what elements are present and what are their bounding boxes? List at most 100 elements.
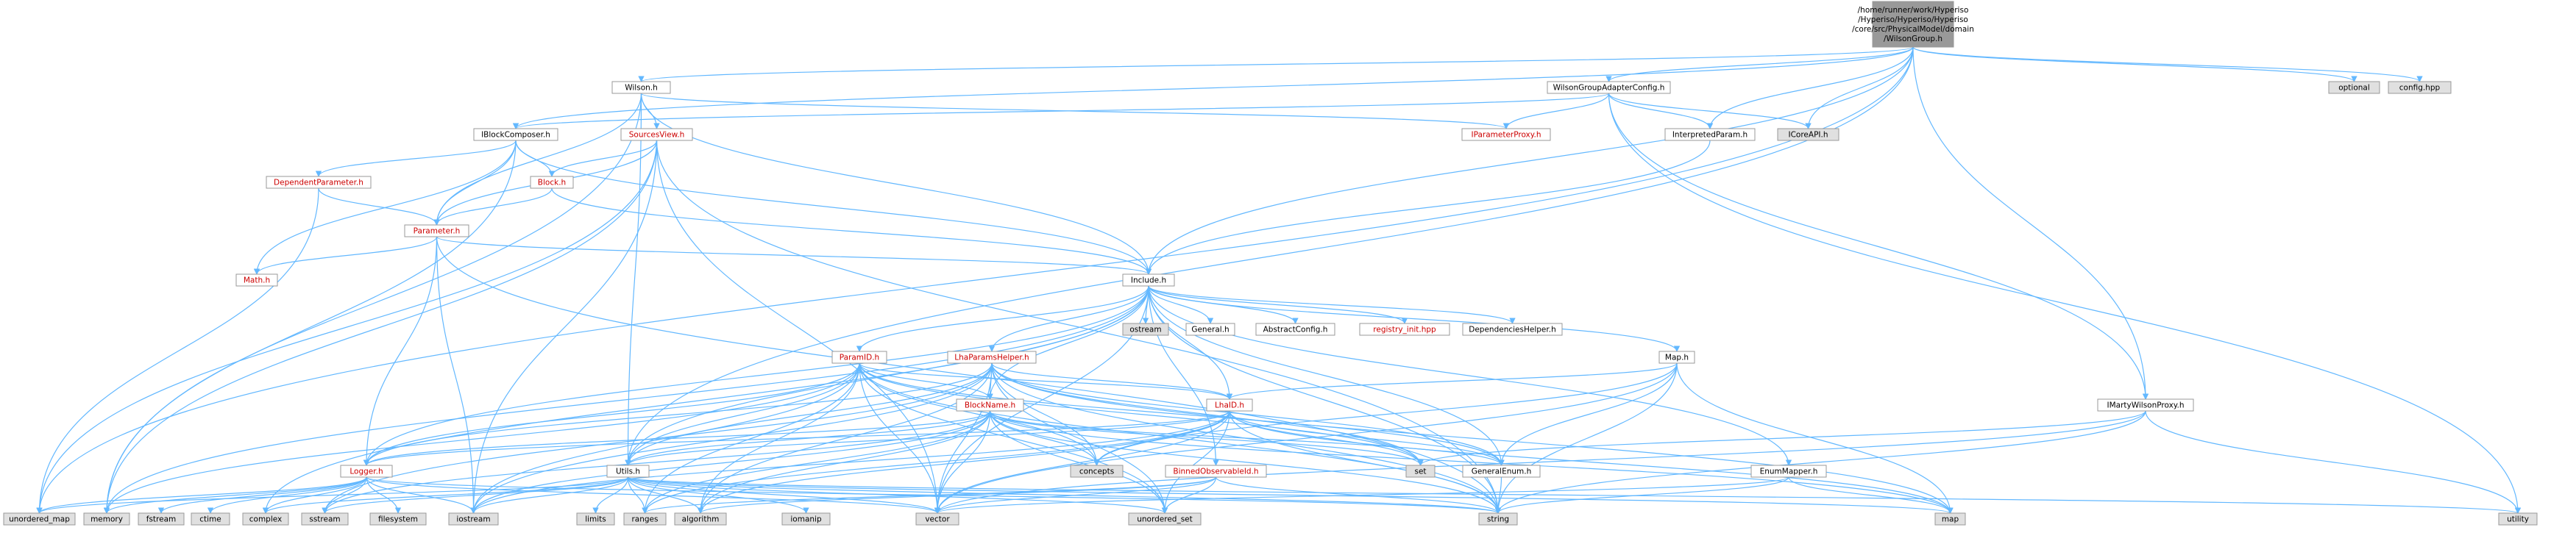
node-string-label: string — [1487, 515, 1509, 524]
node-iostream: iostream — [448, 512, 499, 526]
node-enummapper-box — [1750, 465, 1827, 478]
node-lhaid[interactable]: LhaID.h — [1206, 398, 1253, 412]
node-icoreapi: ICoreAPI.h — [1777, 128, 1839, 141]
edge-include-to-binned — [1148, 285, 1219, 466]
edge-block-to-include — [551, 187, 1152, 275]
node-parameter[interactable]: Parameter.h — [404, 224, 469, 237]
edge-parameter-to-string — [436, 236, 1502, 514]
edge-include-to-dephelper — [1148, 285, 1516, 324]
node-iomanip: iomanip — [781, 512, 831, 526]
edge-include-to-string — [1148, 285, 1502, 514]
node-iblock[interactable]: IBlockComposer.h — [473, 128, 558, 141]
node-root-label: /Hyperiso/Hyperiso/Hyperiso — [1858, 15, 1968, 24]
edge-utils-to-unordered_map — [36, 476, 629, 514]
node-depparam-label: DependentParameter.h — [274, 179, 363, 187]
node-logger-label: Logger.h — [350, 468, 383, 476]
node-include[interactable]: Include.h — [1122, 273, 1175, 287]
node-abstractconfig[interactable]: AbstractConfig.h — [1255, 323, 1335, 336]
node-genenum[interactable]: GeneralEnum.h — [1462, 465, 1541, 478]
node-lhaparams[interactable]: LhaParamsHelper.h — [947, 351, 1037, 364]
node-utils[interactable]: Utils.h — [606, 465, 650, 478]
edge-utils-to-unordered_set — [627, 476, 1168, 514]
node-interpparam[interactable]: InterpretedParam.h — [1664, 128, 1756, 141]
edge-lhaid-to-unordered_set — [1161, 410, 1230, 514]
node-concepts-box — [1070, 465, 1124, 478]
node-filesystem: filesystem — [369, 512, 427, 526]
node-wgac[interactable]: WilsonGroupAdapterConfig.h — [1547, 81, 1671, 94]
node-sourcesview[interactable]: SourcesView.h — [620, 128, 693, 141]
edge-lhaid-to-genenum — [1229, 410, 1505, 466]
edge-genenum-to-string — [1494, 476, 1502, 514]
node-dephelper[interactable]: DependenciesHelper.h — [1462, 323, 1563, 336]
node-algorithm: algorithm — [674, 512, 727, 526]
node-block[interactable]: Block.h — [530, 176, 574, 189]
node-math[interactable]: Math.h — [235, 273, 278, 287]
edge-logger-to-unordered_map — [36, 476, 367, 514]
edge-include-to-memory — [103, 285, 1149, 514]
node-string-box — [1478, 512, 1518, 526]
node-include-label: Include.h — [1131, 276, 1166, 285]
node-wilson[interactable]: Wilson.h — [611, 81, 671, 94]
edge-include-to-registry — [1148, 285, 1408, 324]
edge-enummapper-to-map — [1788, 476, 1954, 514]
edge-wilson-to-utils — [625, 93, 642, 466]
node-wilson-label: Wilson.h — [625, 84, 658, 93]
node-general-box — [1185, 323, 1235, 336]
node-optional-label: optional — [2338, 84, 2370, 93]
node-general[interactable]: General.h — [1185, 323, 1235, 336]
node-unordered_map-label: unordered_map — [9, 515, 70, 524]
edge-wgac-to-iblock — [513, 93, 1610, 129]
edge-lhaid-to-iostream — [470, 410, 1230, 514]
edge-mapH-to-concepts — [1093, 362, 1678, 466]
node-map: map — [1934, 512, 1966, 526]
node-sourcesview-label: SourcesView.h — [629, 131, 684, 140]
edge-sourcesview-to-iostream — [470, 140, 658, 514]
node-iostream-box — [448, 512, 499, 526]
node-logger[interactable]: Logger.h — [340, 465, 393, 478]
node-limits-label: limits — [585, 515, 606, 524]
node-include-box — [1122, 273, 1175, 287]
edge-iblock-to-parameter — [433, 140, 517, 226]
node-imarty[interactable]: IMartyWilsonProxy.h — [2097, 398, 2194, 412]
node-algorithm-box — [674, 512, 727, 526]
node-dephelper-box — [1462, 323, 1563, 336]
node-parameter-label: Parameter.h — [414, 227, 461, 236]
node-utility-label: utility — [2507, 515, 2529, 524]
node-iparamproxy[interactable]: IParameterProxy.h — [1461, 128, 1551, 141]
edge-lhaid-to-algorithm — [697, 410, 1230, 514]
edge-wgac-to-imarty — [1608, 93, 2149, 400]
edge-utils-to-utility — [627, 476, 2521, 514]
node-enummapper[interactable]: EnumMapper.h — [1750, 465, 1827, 478]
node-registry[interactable]: registry_init.hpp — [1359, 323, 1450, 336]
node-ostream-label: ostream — [1129, 326, 1161, 334]
edge-blockname-to-iostream — [470, 410, 991, 514]
node-complex-label: complex — [249, 515, 283, 524]
node-paramid-label: ParamID.h — [840, 354, 879, 362]
node-memory-box — [83, 512, 130, 526]
node-depparam-box — [266, 176, 372, 189]
edge-mapH-to-map — [1676, 362, 1954, 514]
node-sstream-label: sstream — [309, 515, 340, 524]
node-paramid[interactable]: ParamID.h — [831, 351, 887, 364]
node-registry-box — [1359, 323, 1450, 336]
node-blockname[interactable]: BlockName.h — [956, 398, 1024, 412]
edge-blockname-to-set — [989, 410, 1424, 466]
node-root: /home/runner/work/Hyperiso/Hyperiso/Hype… — [1852, 1, 1974, 48]
edge-paramid-to-iostream — [470, 362, 860, 514]
node-sstream: sstream — [301, 512, 349, 526]
node-set-label: set — [1414, 468, 1426, 476]
node-paramid-box — [831, 351, 887, 364]
edge-wgac-to-iparamproxy — [1502, 93, 1610, 129]
node-depparam[interactable]: DependentParameter.h — [266, 176, 372, 189]
node-memory: memory — [83, 512, 130, 526]
node-mapH[interactable]: Map.h — [1658, 351, 1695, 364]
edge-lhaparams-to-map — [991, 362, 1954, 514]
edge-iblock-to-depparam — [315, 140, 517, 177]
node-sstream-box — [301, 512, 349, 526]
node-set: set — [1405, 465, 1436, 478]
edge-include-to-complex — [262, 285, 1149, 514]
edge-parameter-to-math — [253, 236, 438, 275]
node-binned[interactable]: BinnedObservableId.h — [1165, 465, 1267, 478]
edge-lhaid-to-ranges — [642, 410, 1230, 514]
edge-blockname-to-logger — [363, 410, 991, 466]
